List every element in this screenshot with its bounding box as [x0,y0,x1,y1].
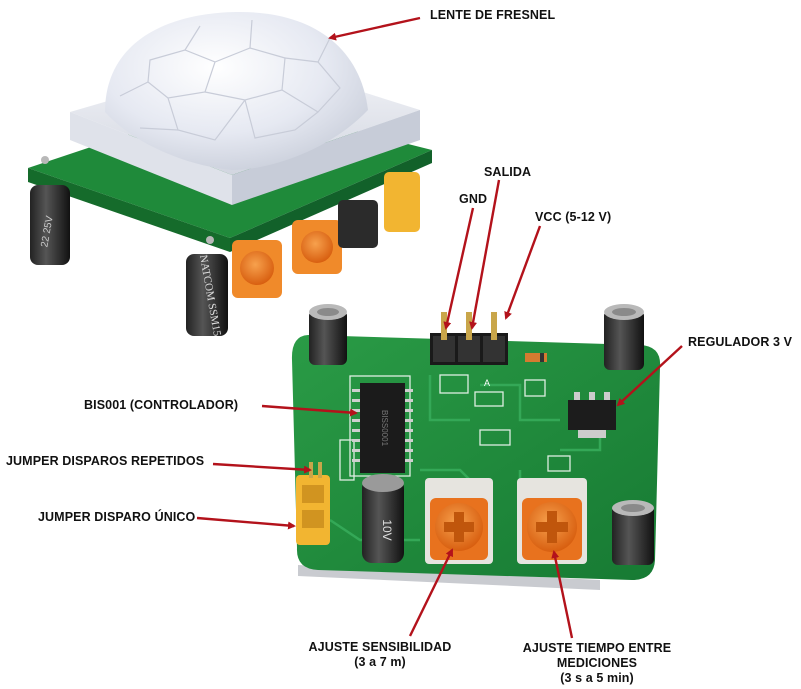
capacitor-natcom [186,254,228,336]
top-module: 22 25V NATCOM SSM15 [28,12,432,337]
arrow-fresnel [328,16,421,41]
cap-left-text: 22 25V [39,215,55,248]
label-jumper-repetidos: JUMPER DISPAROS REPETIDOS [6,454,205,468]
cap-front-text: 10V [380,519,394,540]
label-sensibilidad: AJUSTE SENSIBILIDAD (3 a 7 m) [300,640,460,670]
label-sensibilidad-line2: (3 a 7 m) [354,655,406,669]
capacitor-top-left [309,304,347,365]
label-vcc: VCC (5-12 V) [535,210,612,224]
arrow-regulador [616,345,683,407]
label-tiempo-line3: (3 s a 5 min) [560,671,634,685]
capacitor-top-right [604,304,644,370]
pot-time [517,478,587,564]
pot-sensitivity [425,478,493,564]
lens-facets [119,19,341,141]
jumper-top [384,172,420,232]
header-pins [430,312,508,365]
capacitor-front: 10V [362,474,404,563]
bis0001-ic: BISS0001 [352,383,413,473]
jumper-block [296,462,330,545]
label-regulador: REGULADOR 3 V [688,335,793,349]
pin-a-label: A [484,378,490,388]
arrow-tiempo [551,550,574,639]
ic-text: BISS0001 [380,410,389,447]
arrow-jumper-repetidos [212,462,312,474]
label-controlador: BIS001 (CONTROLADOR) [84,398,239,412]
label-fresnel: LENTE DE FRESNEL [430,8,556,22]
diode [525,353,547,362]
label-sensibilidad-line1: AJUSTE SENSIBILIDAD [308,640,452,654]
label-gnd: GND [459,192,488,206]
arrow-jumper-unico [196,516,296,530]
capacitor-bottom-right [612,500,654,565]
capacitor-left [30,185,70,265]
arrow-salida [469,179,501,330]
arrow-vcc [504,225,542,320]
annotation-arrows [196,16,683,639]
arrow-controlador [261,404,358,417]
fresnel-lens [105,12,368,170]
arrow-sensibilidad [408,548,454,637]
label-tiempo: AJUSTE TIEMPO ENTRE MEDICIONES (3 s a 5 … [512,641,682,686]
label-tiempo-line2: MEDICIONES [556,656,638,670]
regulator-3v [568,392,616,438]
label-tiempo-line1: AJUSTE TIEMPO ENTRE [522,641,672,655]
label-salida: SALIDA [484,165,532,179]
bottom-module: A BISS000 [291,304,661,590]
arrow-gnd [443,207,475,330]
label-jumper-unico: JUMPER DISPARO ÚNICO [38,510,196,524]
